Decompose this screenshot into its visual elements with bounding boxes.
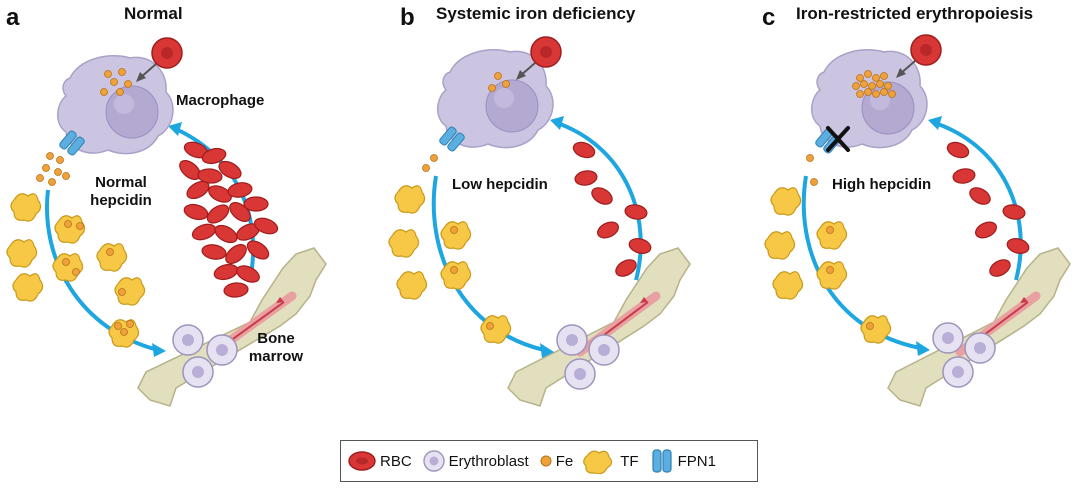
exported-iron — [806, 154, 818, 186]
legend-item-erythroblast: Erythroblast — [422, 449, 529, 473]
iron-in-macrophage — [852, 70, 896, 98]
rbc-recycling-arrow — [559, 122, 643, 281]
rbc-icon — [348, 451, 376, 471]
panel-systemic-iron-deficiency: b Systemic iron deficiency Low hepcidin — [360, 0, 720, 430]
legend-item-tf: TF — [583, 448, 639, 474]
rbc-mass — [179, 141, 279, 298]
hepcidin-label: Low hepcidin — [452, 176, 548, 193]
panel-systemic-iron-deficiency-illustration — [388, 36, 691, 407]
iron-in-macrophage — [100, 68, 132, 96]
panel-normal-illustration — [6, 37, 327, 407]
bone-marrow-label-line1: Bone — [257, 330, 295, 347]
fpn1-icon — [651, 449, 672, 473]
panel-iron-restricted-erythropoiesis-illustration — [764, 34, 1071, 407]
bone-marrow-label: Bone marrow — [246, 330, 306, 366]
rbc-stream — [572, 141, 652, 277]
hepcidin-label-line2: hepcidin — [90, 192, 152, 209]
bone — [507, 247, 691, 407]
transferrin-bound-iron — [450, 226, 494, 330]
legend-label: RBC — [380, 452, 412, 470]
panel-normal: a Normal Macrophage Normal hepcidin Bone… — [0, 0, 360, 430]
transferrin-bound-iron — [62, 220, 134, 336]
blocked-x-icon — [826, 126, 850, 152]
legend-label: FPN1 — [677, 452, 716, 470]
ferroportin — [59, 130, 85, 156]
incoming-rbc — [136, 37, 183, 82]
bone — [887, 247, 1071, 407]
macrophage-label: Macrophage — [176, 92, 265, 109]
panel-title: Normal — [124, 4, 183, 23]
incoming-rbc — [896, 34, 942, 78]
panel-letter: b — [400, 4, 415, 31]
fe-icon — [540, 455, 552, 467]
erythroblast-cluster — [932, 322, 996, 388]
exported-iron — [36, 152, 70, 186]
erythroblast-cluster — [556, 324, 620, 390]
legend-label: Fe — [555, 452, 574, 470]
ferroportin — [439, 126, 465, 152]
transferrin-bound-iron — [826, 226, 874, 330]
erythroblast-cluster — [172, 324, 238, 388]
legend-item-fe: Fe — [539, 449, 574, 473]
rbc-stream — [946, 141, 1030, 277]
incoming-rbc — [516, 36, 562, 80]
erythroblast-icon — [422, 450, 445, 472]
panel-title: Systemic iron deficiency — [436, 4, 636, 23]
bone-marrow-label-line2: marrow — [248, 348, 304, 365]
iron-in-macrophage — [488, 72, 510, 92]
hepcidin-label: Normal hepcidin — [86, 174, 156, 210]
transferrin-group — [764, 187, 892, 344]
legend-label: Erythroblast — [448, 452, 529, 470]
transferrin-group — [6, 193, 146, 348]
panel-letter: c — [762, 4, 776, 31]
tf-icon — [583, 450, 613, 474]
panel-iron-restricted-erythropoiesis: c Iron-restricted erythropoiesis High he… — [720, 0, 1080, 430]
transferrin-group — [388, 185, 512, 344]
legend-item-rbc: RBC — [347, 449, 412, 473]
legend-label: TF — [620, 452, 639, 470]
panel-title: Iron-restricted erythropoiesis — [796, 4, 1034, 23]
hepcidin-label-line1: Normal — [95, 174, 147, 191]
panel-letter: a — [6, 4, 20, 31]
exported-iron — [422, 154, 438, 172]
legend-item-fpn1: FPN1 — [649, 447, 716, 475]
legend: RBC Erythroblast Fe TF FPN — [340, 440, 758, 482]
transferrin-delivery-arrow — [801, 175, 921, 350]
rbc-recycling-arrow — [937, 122, 1023, 281]
hepcidin-label: High hepcidin — [832, 176, 932, 193]
macrophage — [57, 55, 174, 155]
